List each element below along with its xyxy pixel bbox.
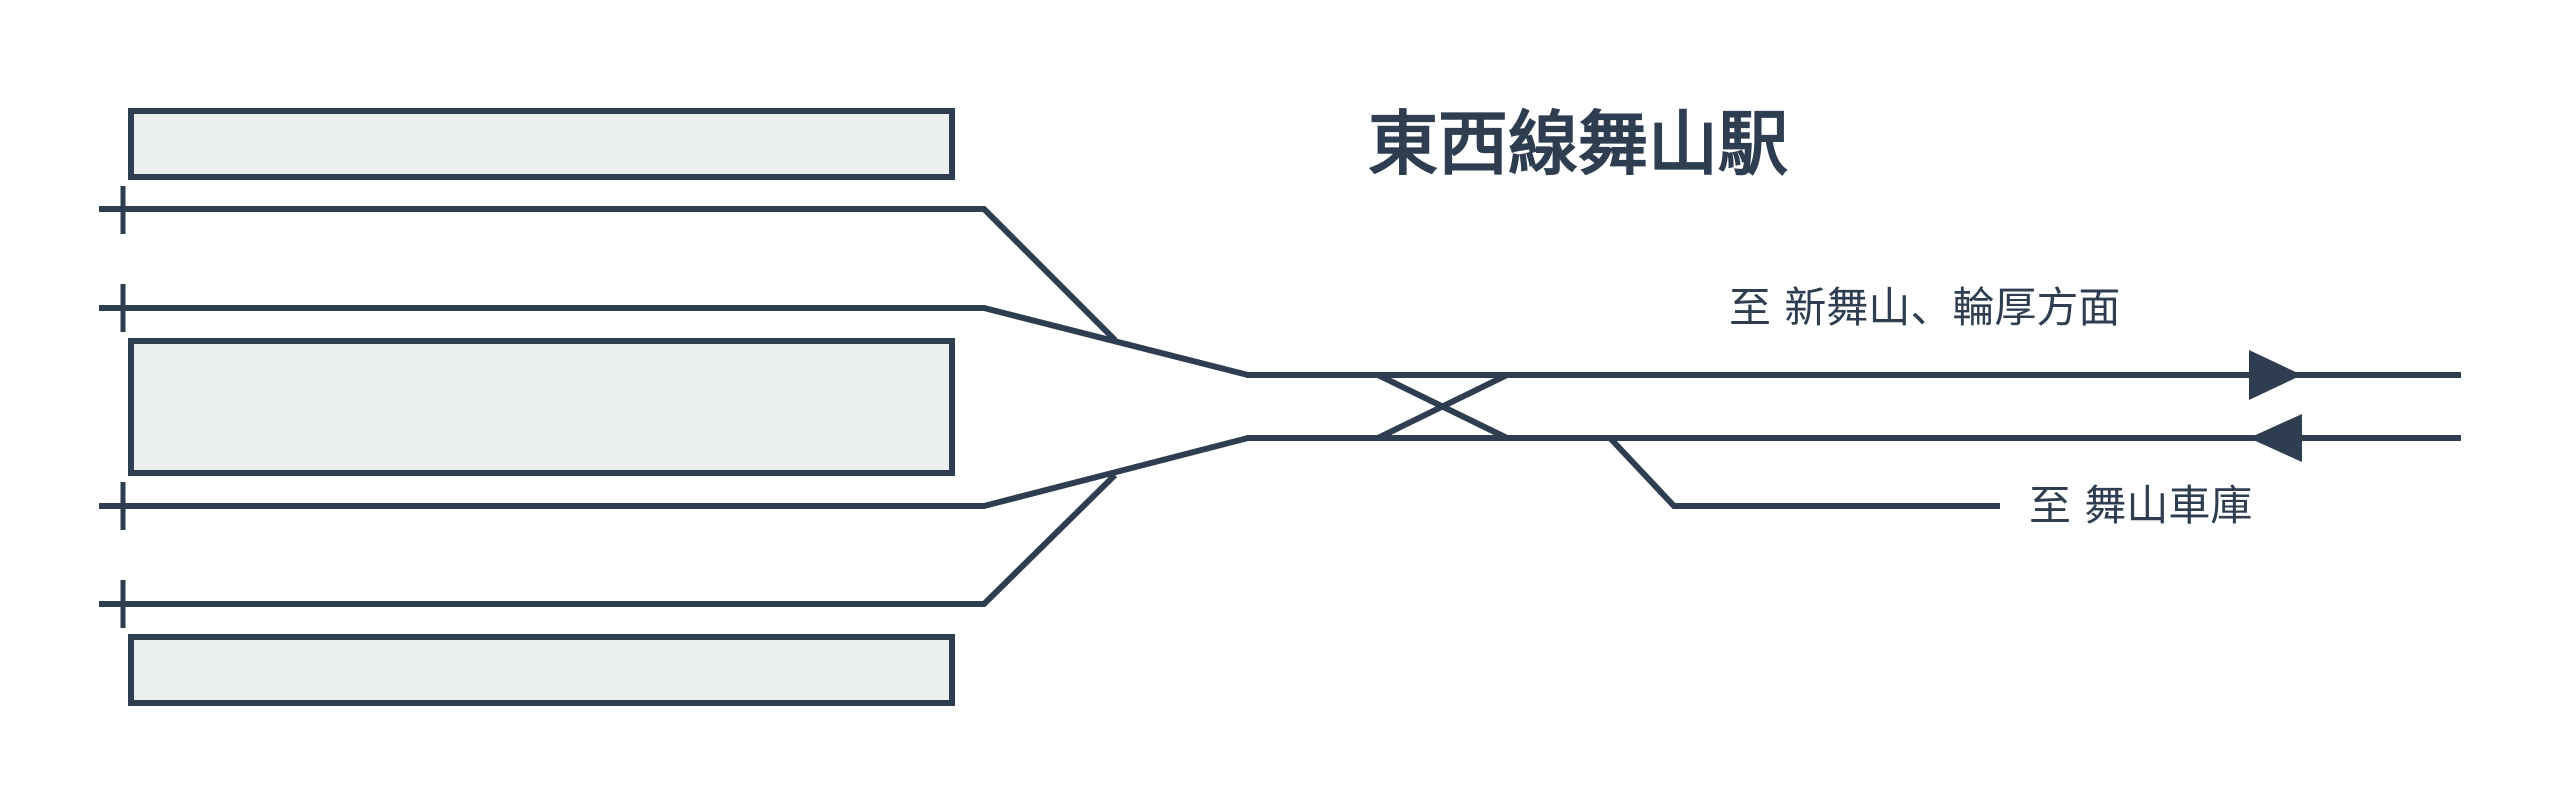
arrow-left-icon: [2249, 414, 2302, 462]
platform-south: [128, 634, 955, 706]
track-2: [99, 305, 1249, 378]
track-3: [99, 435, 1249, 509]
depot-branch: [1607, 435, 2000, 509]
outbound-direction-label: 至 新舞山、輪厚方面: [1729, 283, 2120, 332]
platform-north: [128, 108, 955, 180]
depot-direction-label: 至 舞山車庫: [2029, 481, 2252, 530]
platform-island: [128, 338, 955, 476]
station-title: 東西線舞山駅: [1368, 103, 1788, 185]
crossover-b: [1376, 372, 1509, 441]
track-1: [99, 206, 1118, 343]
track-4: [99, 472, 1118, 607]
arrow-right-icon: [2249, 350, 2302, 400]
